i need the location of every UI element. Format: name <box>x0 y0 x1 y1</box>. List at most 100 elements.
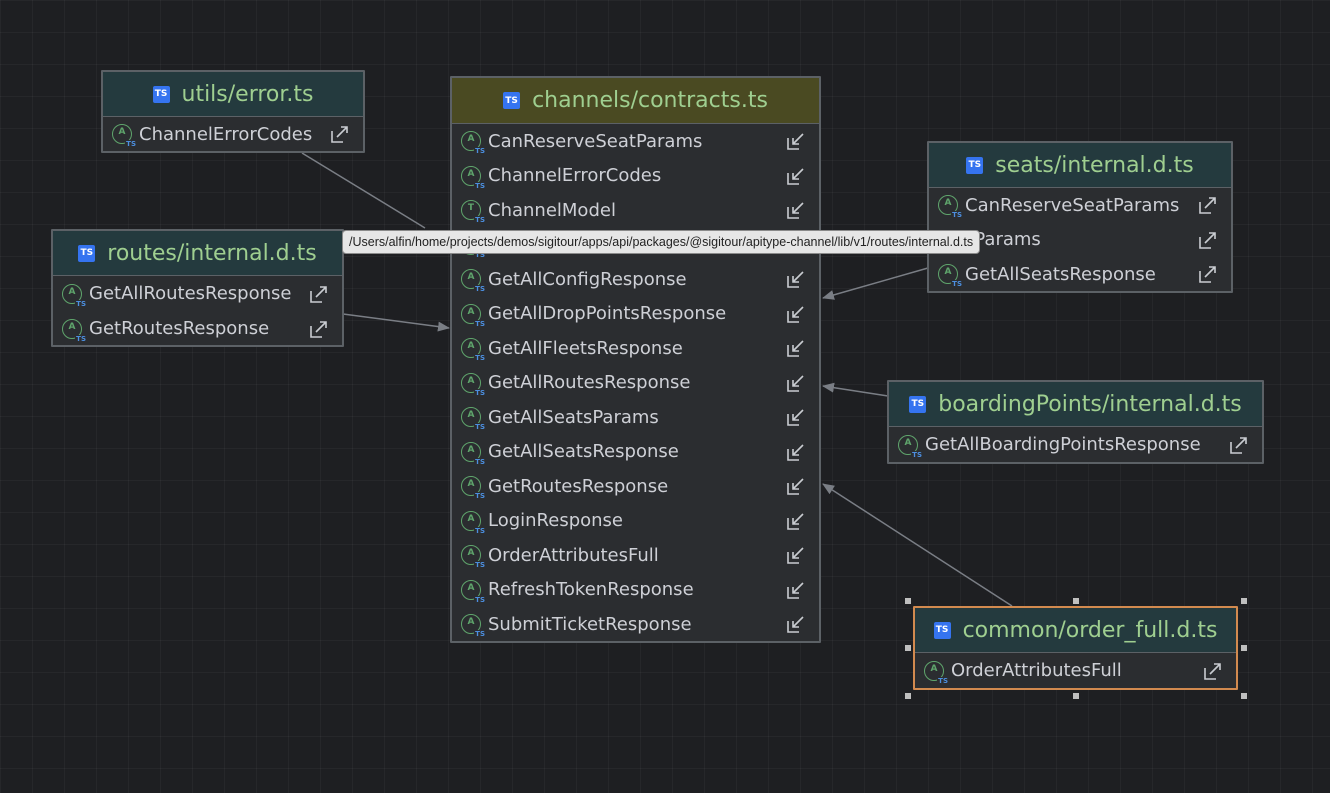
selection-handle-top-middle[interactable] <box>1073 598 1079 604</box>
member-kind-letter: A <box>467 168 475 179</box>
import-link-icon[interactable] <box>787 615 805 634</box>
external-link-icon[interactable] <box>1204 662 1222 680</box>
typescript-file-icon: TS <box>933 621 951 639</box>
node-header[interactable]: TS common/order_full.d.ts <box>915 608 1236 653</box>
selection-handle-bottom-middle[interactable] <box>1073 693 1079 699</box>
import-link-icon[interactable] <box>787 512 805 530</box>
typescript-file-icon: TS <box>503 92 521 109</box>
member-kind-letter: A <box>904 437 912 448</box>
member-label: ChannelErrorCodes <box>488 165 662 187</box>
typescript-file-icon: TS <box>152 85 170 103</box>
import-link-icon[interactable] <box>787 408 805 427</box>
external-link-icon[interactable] <box>1199 265 1217 284</box>
member-kind-letter: A <box>467 513 475 524</box>
node-title: seats/internal.d.ts <box>995 152 1194 178</box>
import-link-icon[interactable] <box>787 201 805 220</box>
typescript-mini-badge: TS <box>474 216 486 225</box>
external-link-icon[interactable] <box>1230 436 1248 454</box>
selection-handle-bottom-right[interactable] <box>1241 693 1247 699</box>
import-link-icon[interactable] <box>787 581 805 599</box>
import-link-icon[interactable] <box>787 477 805 496</box>
file-path-tooltip: /Users/alfin/home/projects/demos/sigitou… <box>342 230 981 254</box>
selection-handle-middle-right[interactable] <box>1241 645 1247 651</box>
import-link-icon[interactable] <box>787 339 805 358</box>
external-link-icon[interactable] <box>310 320 328 338</box>
member-label: GetRoutesResponse <box>488 475 669 497</box>
interface-icon: A TS <box>461 614 486 639</box>
typescript-mini-badge: TS <box>474 630 486 639</box>
member-kind-letter: A <box>467 548 475 559</box>
member-kind-letter: A <box>467 582 475 593</box>
member-kind-letter: A <box>467 617 475 628</box>
typescript-file-icon: TS <box>78 244 96 262</box>
import-link-icon[interactable] <box>787 305 805 323</box>
import-link-icon[interactable] <box>787 270 805 289</box>
selection-handle-middle-left[interactable] <box>905 645 911 651</box>
external-link-icon[interactable] <box>1199 196 1217 215</box>
member-label: GetAllRoutesResponse <box>488 372 691 394</box>
typescript-mini-badge: TS <box>474 457 486 466</box>
selection-handle-top-right[interactable] <box>1241 598 1247 604</box>
selection-handle-top-left[interactable] <box>905 598 911 604</box>
node-header[interactable]: TS seats/internal.d.ts <box>929 143 1231 188</box>
node-header[interactable]: TS boardingPoints/internal.d.ts <box>889 382 1262 427</box>
typescript-mini-badge: TS <box>474 561 486 570</box>
member-label: GetRoutesResponse <box>89 318 270 339</box>
typescript-mini-badge: TS <box>474 285 486 294</box>
import-link-icon[interactable] <box>787 167 805 185</box>
external-link-icon[interactable] <box>310 285 328 303</box>
member-kind-letter: A <box>467 341 475 352</box>
node-header[interactable]: TS channels/contracts.ts <box>452 78 819 124</box>
external-link-icon[interactable] <box>1199 231 1217 249</box>
node-header[interactable]: TS utils/error.ts <box>103 72 363 117</box>
node-title: routes/internal.d.ts <box>107 240 317 266</box>
import-link-icon[interactable] <box>787 132 805 151</box>
import-link-icon[interactable] <box>787 374 805 392</box>
node-title: common/order_full.d.ts <box>962 617 1218 643</box>
external-link-icon[interactable] <box>331 125 349 143</box>
import-link-icon[interactable] <box>787 546 805 565</box>
member-label: GetAllDropPointsResponse <box>488 303 727 325</box>
import-link-icon[interactable] <box>787 443 805 461</box>
member-label: SubmitTicketResponse <box>488 613 692 635</box>
node-header[interactable]: TS routes/internal.d.ts <box>53 231 342 276</box>
selection-handle-bottom-left[interactable] <box>905 693 911 699</box>
member-label: GetAllConfigResponse <box>488 268 687 290</box>
member-kind-letter: A <box>467 272 475 283</box>
edge-routes-internal-to-contracts <box>342 313 450 332</box>
member-label: ChannelModel <box>488 199 616 221</box>
